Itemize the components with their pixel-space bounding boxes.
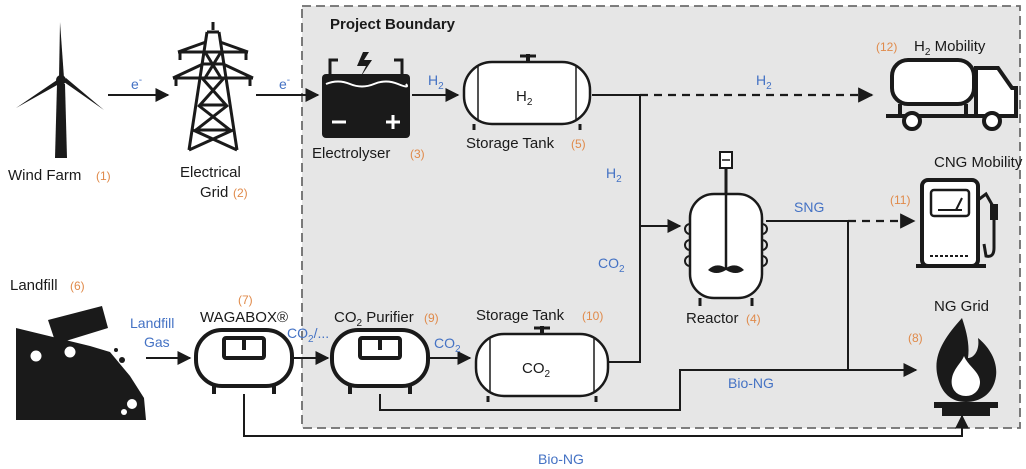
electrolyser-number: (3): [410, 147, 425, 161]
electrical-pylon-icon: [172, 22, 254, 152]
flow-label-h2-b: H2: [756, 72, 772, 92]
ng-grid-flame-icon: [934, 318, 998, 416]
electrical-grid-number: (2): [233, 186, 248, 200]
landfill-gas-label-line2: Gas: [144, 334, 170, 350]
co2-purifier-label: CO2 Purifier: [334, 309, 414, 329]
landfill-truck-icon: [16, 306, 146, 420]
reactor-number: (4): [746, 312, 761, 326]
h2-truck-icon: [886, 58, 1018, 131]
flow-label-sng: SNG: [794, 199, 824, 215]
ng-grid-number: (8): [908, 331, 923, 345]
h2-storage-tank-number: (5): [571, 137, 586, 151]
flow-label-h2-a: H2: [428, 72, 444, 92]
landfill-label: Landfill: [10, 277, 58, 294]
flow-label-bio-ng-purifier: Bio-NG: [728, 375, 774, 391]
reactor-label: Reactor: [686, 310, 739, 327]
flow-label-h2-c: H2: [606, 165, 622, 185]
line-bio-ng-bottom: [243, 394, 969, 437]
co2-tank-inner-label: CO2: [522, 360, 551, 380]
line-co2-to-reactor: [608, 226, 641, 363]
flow-label-e2: e-: [279, 75, 290, 92]
wagabox-number: (7): [238, 293, 253, 307]
flow-label-e1: e-: [131, 75, 142, 92]
line-bio-ng-purifier: [379, 363, 918, 411]
landfill-gas-label-line1: Landfill: [130, 315, 174, 331]
co2-storage-tank-number: (10): [582, 309, 603, 323]
flow-label-co2-b: CO2: [598, 255, 625, 275]
wagabox-label: WAGABOX®: [200, 309, 288, 326]
h2-storage-tank-icon: [462, 54, 592, 130]
electrolyser-label: Electrolyser: [312, 145, 390, 162]
h2-tank-inner-label: H2: [516, 88, 533, 108]
flow-label-bio-ng-bottom: Bio-NG: [538, 451, 584, 467]
ng-grid-label: NG Grid: [934, 298, 989, 315]
cng-mobility-label: CNG Mobility: [934, 154, 1023, 171]
reactor-icon: [684, 151, 768, 306]
landfill-number: (6): [70, 279, 85, 293]
co2-purifier-number: (9): [424, 311, 439, 325]
electrical-grid-label-line2: Grid: [200, 184, 228, 201]
wind-farm-number: (1): [96, 169, 111, 183]
co2-storage-tank-icon: [474, 326, 610, 402]
wagabox-icon: [194, 328, 294, 394]
flow-label-co2-mixture: CO2/...: [287, 325, 329, 345]
electrical-grid-label-line1: Electrical: [180, 164, 241, 181]
electrolyser-icon: [322, 52, 410, 138]
h2-storage-tank-label: Storage Tank: [466, 135, 555, 152]
wind-turbine-icon: [16, 22, 104, 158]
cng-mobility-number: (11): [890, 193, 910, 207]
h2-mobility-label: H2 Mobility: [914, 38, 986, 58]
co2-storage-tank-label: Storage Tank: [476, 307, 565, 324]
co2-purifier-icon: [330, 328, 430, 394]
project-boundary-title: Project Boundary: [330, 16, 456, 33]
wind-farm-label: Wind Farm: [8, 167, 81, 184]
flow-label-co2-a: CO2: [434, 335, 461, 355]
h2-mobility-number: (12): [876, 40, 897, 54]
cng-pump-icon: [916, 178, 998, 268]
